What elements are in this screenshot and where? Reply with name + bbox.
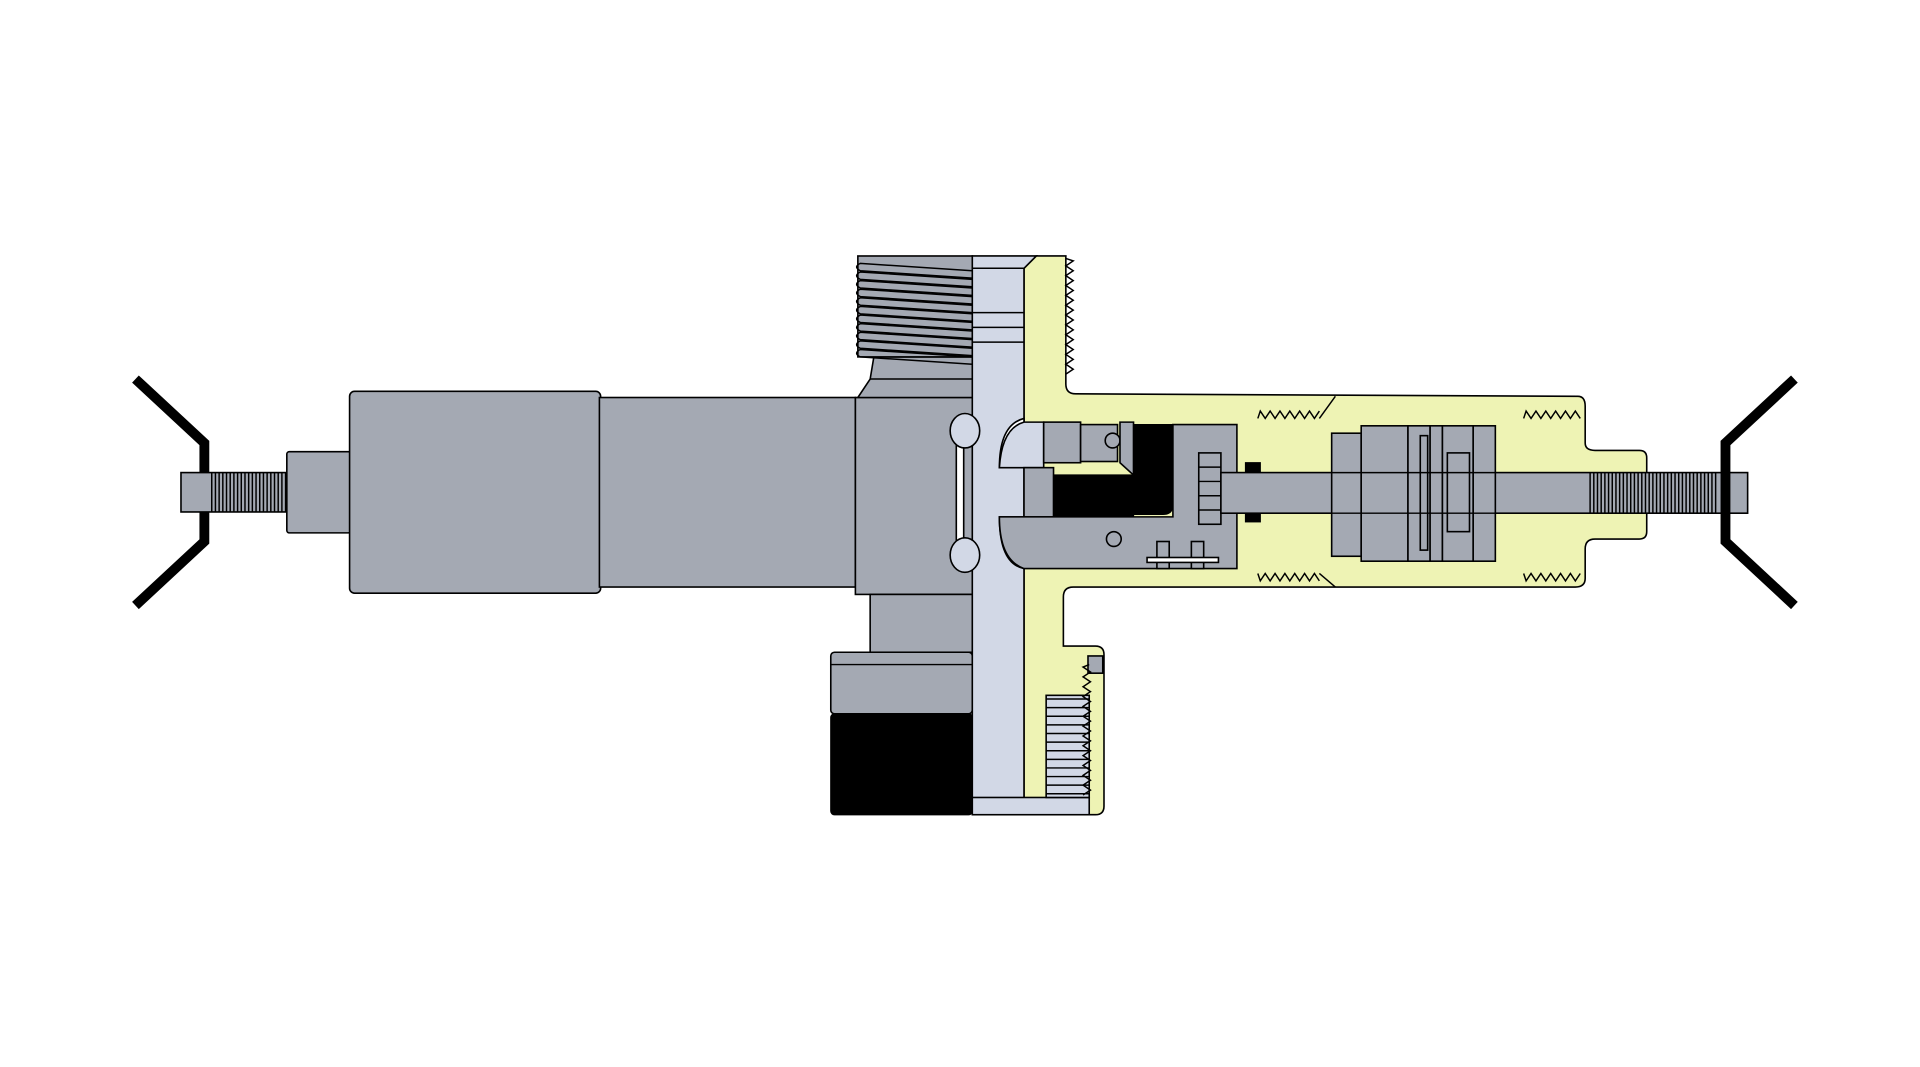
piston-block [1330, 425, 1497, 562]
left-rod-block [286, 450, 352, 534]
ladder-frame [1197, 452, 1222, 526]
thread-line [855, 340, 973, 357]
threaded-collar [855, 255, 974, 399]
thread-zigzag [1522, 409, 1581, 420]
thread-line [855, 305, 973, 322]
inner-valve-assembly [998, 417, 1261, 570]
thread-line [855, 288, 973, 305]
thread-line [855, 314, 973, 331]
lower-neck [869, 593, 974, 654]
thread-edge [1318, 572, 1336, 588]
right-threaded-rod [1589, 472, 1717, 514]
left-threaded-rod [180, 471, 293, 513]
thread-line [855, 262, 973, 279]
thread-zigzag [1257, 409, 1320, 420]
thread-zigzag [1081, 663, 1092, 796]
thread-line [855, 279, 973, 297]
seal-ring-bottom [949, 537, 981, 574]
cylinder-extension [598, 396, 857, 588]
bottom-nut [1045, 655, 1104, 799]
thread-line [855, 322, 973, 340]
right-handle-icon [1720, 375, 1798, 610]
thread-line [855, 348, 973, 366]
thread-line [855, 297, 973, 314]
seal-ring-top [949, 412, 981, 449]
lower-black-seal [830, 713, 973, 816]
thread-line [855, 271, 973, 288]
thread-zigzag [1064, 257, 1075, 375]
o-ring-top [1244, 462, 1261, 474]
thread-zigzag [1522, 572, 1581, 583]
lower-gray-ring [829, 651, 974, 715]
thread-zigzag [1257, 572, 1320, 583]
thread-edge [1318, 395, 1336, 419]
cylinder-body [348, 390, 602, 594]
thread-line [855, 331, 973, 348]
